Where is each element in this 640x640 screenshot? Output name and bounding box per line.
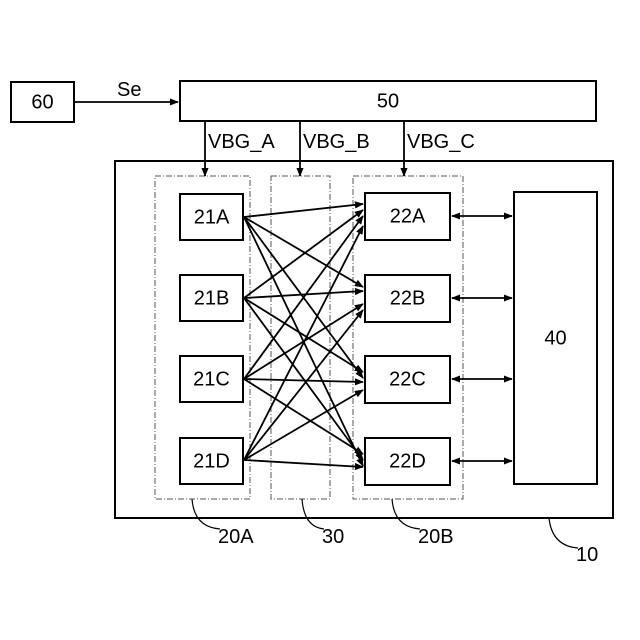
block-60-label: 60 <box>31 91 53 113</box>
block-22C: 22C <box>365 356 450 403</box>
block-60: 60 <box>11 82 74 122</box>
block-22C-label: 22C <box>389 368 426 390</box>
block-21D-label: 21D <box>193 450 230 472</box>
block-22A-label: 22A <box>390 205 426 227</box>
se-label: Se <box>117 79 141 101</box>
block-21B: 21B <box>180 275 243 321</box>
block-22D: 22D <box>365 438 450 485</box>
vbg-a-label: VBG_A <box>208 131 275 153</box>
ref-20A: 20A <box>218 526 254 548</box>
vbg-b-label: VBG_B <box>303 131 370 153</box>
block-22D-label: 22D <box>389 450 426 472</box>
block-50-label: 50 <box>377 90 399 112</box>
ref-30: 30 <box>322 526 344 548</box>
block-22B-label: 22B <box>390 287 426 309</box>
block-21B-label: 21B <box>194 287 230 309</box>
ref-10: 10 <box>576 544 598 566</box>
block-22B: 22B <box>365 275 450 322</box>
ref-20B: 20B <box>418 526 454 548</box>
block-22A: 22A <box>365 193 450 240</box>
block-40: 40 <box>514 192 597 484</box>
block-50: 50 <box>180 81 596 121</box>
block-21A-label: 21A <box>194 206 230 228</box>
block-40-label: 40 <box>544 327 566 349</box>
block-21C-label: 21C <box>193 368 230 390</box>
leader-10 <box>549 518 578 548</box>
block-21C: 21C <box>180 356 243 402</box>
block-21D: 21D <box>180 438 243 484</box>
block-21A: 21A <box>180 194 243 240</box>
vbg-c-label: VBG_C <box>407 131 475 153</box>
